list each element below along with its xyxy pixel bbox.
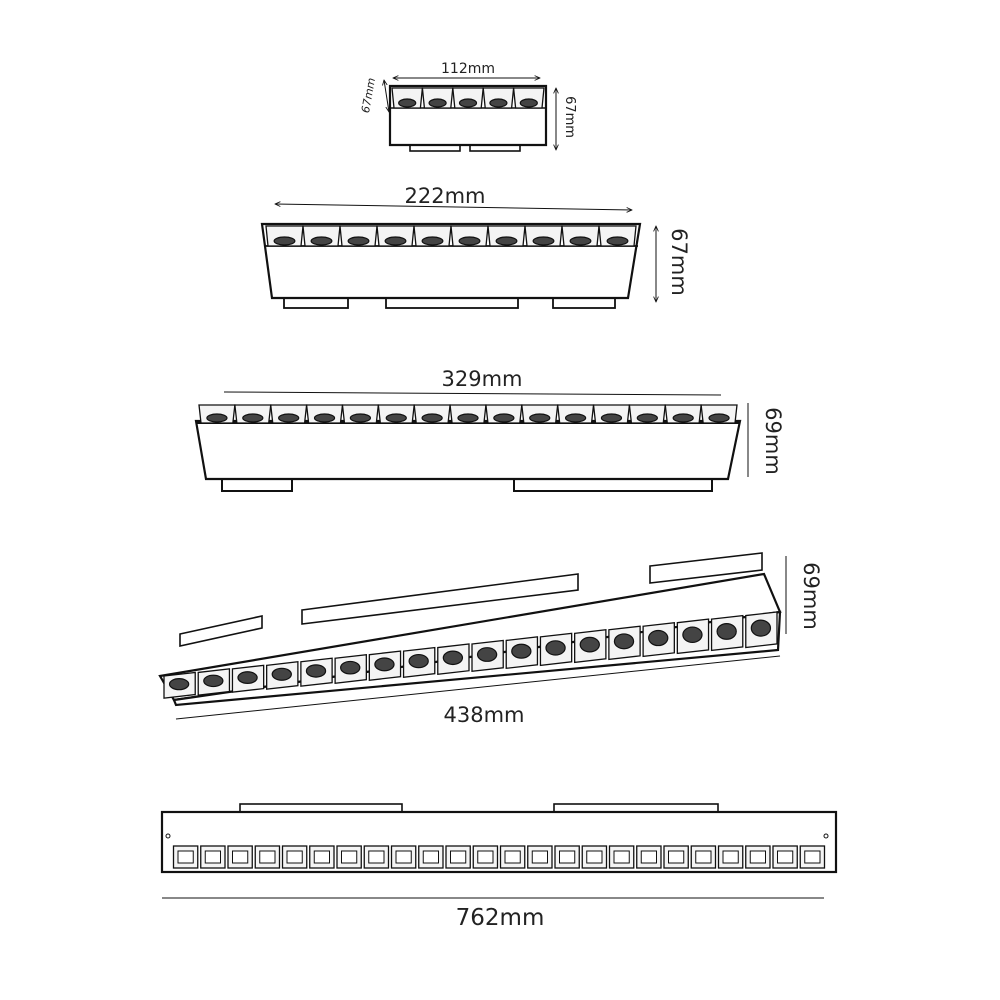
led-cell [487,225,526,247]
led-cell [227,845,253,869]
led-cell [281,845,308,869]
led-cell [231,664,265,693]
led-cell [270,404,308,424]
led-cell [368,650,402,681]
led-cell [163,671,196,699]
led-cell [574,629,607,664]
led-cell [664,404,702,424]
height-label-222: 67mm [667,228,691,296]
led-cell [636,845,662,869]
led-cell [554,845,580,869]
led-cell [561,225,600,247]
led-cell [421,87,454,109]
led-cell [608,845,635,869]
led-cell-row [391,87,545,109]
led-cell [799,845,826,869]
led-cell [265,225,304,247]
fixture-112mm: 112mm 67mm 67mm [359,61,577,152]
led-cell [452,87,484,109]
led-cell [302,225,341,247]
led-cell [390,845,417,869]
led-cell [717,845,744,869]
led-cell-row [172,845,826,869]
width-label-112: 112mm [441,61,495,77]
led-cell [690,845,717,869]
led-cell [437,643,470,676]
led-cell [700,404,738,424]
depth-label-112: 67mm [359,77,378,114]
led-cell [450,225,489,247]
led-cell [339,225,378,247]
led-cell-row [265,225,637,247]
led-cell [471,639,504,673]
led-cell [512,87,545,109]
led-cell [305,404,344,424]
led-cell [336,845,362,869]
led-cell [539,632,573,667]
led-cell [449,404,487,424]
led-cell [556,404,595,424]
led-cell [598,225,637,247]
led-cell [527,845,553,869]
width-label-329: 329mm [442,367,523,391]
led-cell [334,653,367,684]
led-cell [376,225,415,247]
led-cell [524,225,563,247]
led-cell [402,646,436,678]
led-cell [341,404,380,424]
width-label-222: 222mm [405,184,486,208]
fixture-438mm: 438mm 69mm [158,552,823,727]
led-cell [628,404,666,424]
led-cell [377,404,415,424]
led-cell [499,845,526,869]
fixture-329mm: 329mm 69mm [194,367,785,492]
led-cell-row [163,611,778,699]
led-cell [485,404,523,424]
height-label-329: 69mm [761,407,785,475]
led-cell [266,661,299,690]
led-cell [200,845,226,869]
led-cell [413,404,451,424]
led-cell [391,87,424,109]
led-cell [772,845,798,869]
fixture-222mm: 222mm 67mm [260,184,691,309]
led-cell [581,845,608,869]
height-label-112: 67mm [562,96,577,138]
led-cell [642,621,675,658]
width-label-762: 762mm [456,905,545,931]
led-cell [172,845,199,869]
led-cell [745,845,771,869]
led-cell [592,404,631,424]
led-cell [676,618,710,655]
led-cell-row [198,404,738,424]
led-cell [309,845,335,869]
led-cell [197,668,231,696]
height-label-438: 69mm [799,562,823,630]
led-cell [198,404,236,424]
fixture-762mm: 762mm [160,803,838,931]
led-cell [445,845,471,869]
led-cell [521,404,559,424]
led-cell [663,845,689,869]
led-cell [254,845,281,869]
led-cell [745,611,778,649]
led-cell [710,614,744,652]
led-cell [472,845,499,869]
led-cell [234,404,272,424]
led-cell [482,87,515,109]
led-cell [608,625,641,661]
led-cell [413,225,452,247]
led-cell [418,845,444,869]
led-cell [505,636,539,670]
led-cell [300,657,333,687]
width-label-438: 438mm [444,703,525,727]
led-cell [363,845,390,869]
